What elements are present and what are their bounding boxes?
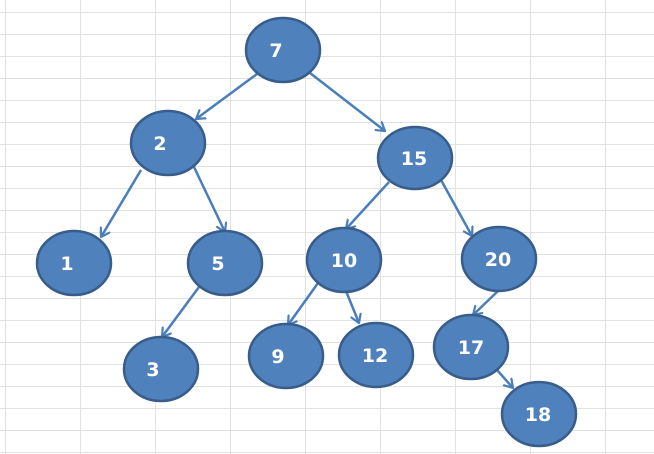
node-ellipse [122,335,200,403]
node-label: 20 [485,249,511,271]
node-ellipse [432,313,510,381]
node-ellipse [305,226,383,294]
node-ellipse [247,322,325,390]
node-label: 5 [211,253,224,275]
node-label: 15 [401,148,427,170]
edge-arrow-20-to-17 [473,290,499,315]
edge-arrow-5-to-3 [162,286,201,337]
node-ellipse [500,380,578,448]
edge-arrow-2-to-5 [192,166,225,232]
tree-node-9: 9 [247,322,325,390]
node-ellipse [460,225,538,293]
tree-node-1: 1 [35,229,113,297]
node-ellipse [186,229,264,297]
node-label: 18 [525,404,551,426]
edge-arrow-15-to-20 [439,179,472,236]
tree-node-3: 3 [122,335,200,403]
edge-arrow-15-to-10 [346,181,390,229]
tree-node-7: 7 [244,16,322,84]
edge-arrow-10-to-9 [288,282,320,325]
node-label: 3 [146,359,159,381]
node-label: 12 [362,345,388,367]
tree-node-20: 20 [460,225,538,293]
edge-arrow-7-to-15 [309,72,385,131]
node-label: 2 [153,133,166,155]
tree-node-12: 12 [337,321,415,389]
node-label: 10 [331,250,357,272]
tree-edges [101,72,513,388]
node-ellipse [337,321,415,389]
node-label: 17 [458,337,484,359]
edge-arrow-17-to-18 [496,369,513,388]
tree-node-18: 18 [500,380,578,448]
node-label: 1 [60,253,73,275]
node-ellipse [244,16,322,84]
node-label: 7 [269,40,282,62]
tree-node-10: 10 [305,226,383,294]
edge-arrow-2-to-1 [101,169,143,237]
tree-node-2: 2 [129,109,207,177]
node-ellipse [376,125,454,191]
tree-node-5: 5 [186,229,264,297]
node-ellipse [129,109,207,177]
node-ellipse [35,229,113,297]
edge-arrow-7-to-2 [196,72,258,119]
tree-node-15: 15 [376,125,454,191]
node-label: 9 [271,346,284,368]
tree-node-17: 17 [432,313,510,381]
edge-arrow-10-to-12 [344,290,359,323]
